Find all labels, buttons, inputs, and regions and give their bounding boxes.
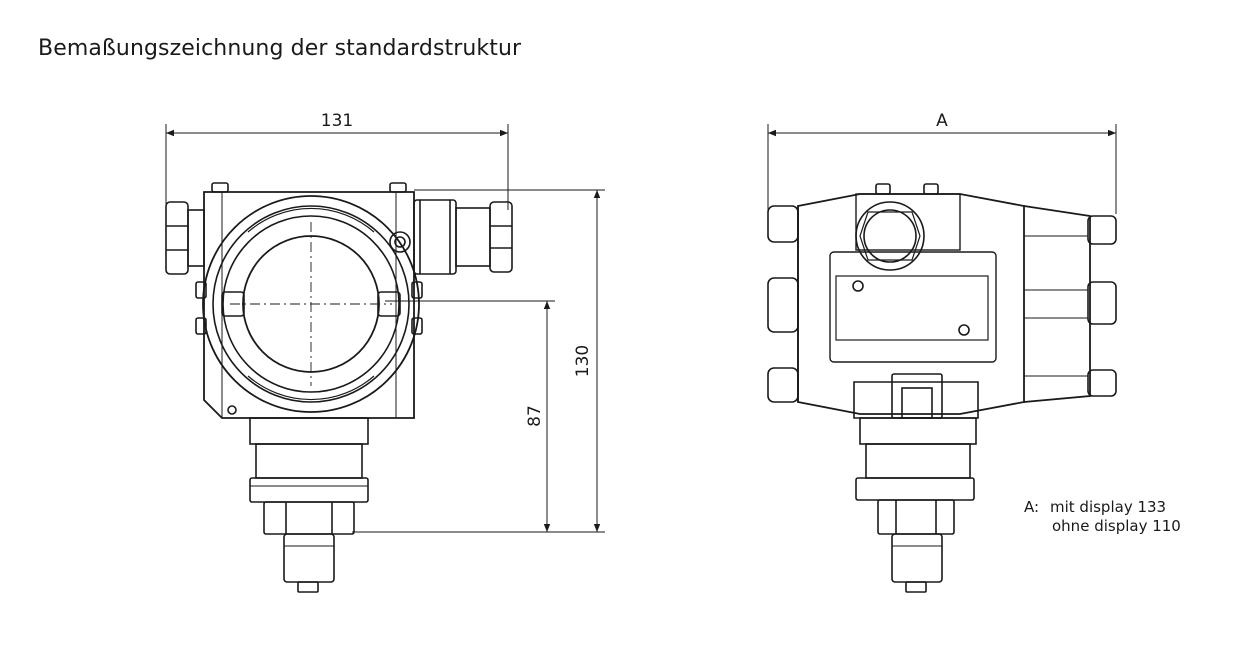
side-view [767, 124, 1117, 593]
note-line-2: ohne display 110 [1052, 517, 1181, 535]
page-title: Bemaßungszeichnung der standardstruktur [38, 36, 522, 61]
side-housing [797, 193, 1025, 415]
dim-label-a: A [936, 111, 948, 131]
left-gland-body [187, 209, 205, 267]
cover-outer-ring [202, 195, 420, 413]
hex-nut [263, 501, 355, 535]
note-key: A: [1024, 498, 1040, 516]
side-hex-nut [877, 499, 955, 535]
nameplate [829, 251, 997, 363]
front-view [165, 124, 605, 593]
dim-label-130: 130 [573, 345, 593, 377]
neck [249, 417, 369, 445]
dim-label-87: 87 [525, 405, 545, 427]
left-gland-nut [165, 201, 189, 275]
fitting [283, 533, 335, 583]
dim-label-131: 131 [321, 111, 353, 131]
gland-end [855, 201, 925, 271]
dimension-note: A: mit display 133 ohne display 110 [1024, 498, 1181, 536]
right-gland-nut [489, 201, 513, 273]
note-line-1: mit display 133 [1050, 498, 1167, 516]
